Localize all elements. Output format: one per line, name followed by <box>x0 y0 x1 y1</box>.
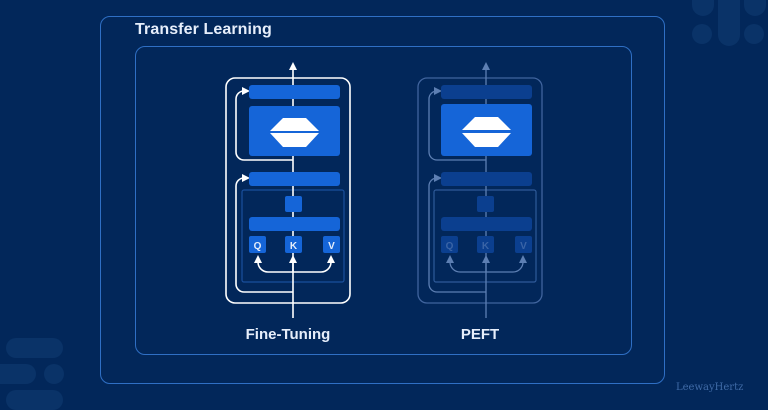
head-icon <box>270 133 319 147</box>
decor-pill <box>718 0 740 46</box>
k-label: K <box>290 241 298 252</box>
head-icon <box>270 118 319 131</box>
model-outline <box>225 77 351 304</box>
decor-dot <box>744 24 764 44</box>
fine-tuning-model: Q K V <box>225 62 351 318</box>
attention-layer-block <box>249 217 340 231</box>
decor-pill <box>0 364 36 384</box>
decor-dot <box>692 24 712 44</box>
transfer-learning-frame <box>100 16 665 384</box>
attention-output-block <box>477 196 494 212</box>
q-label: Q <box>254 241 262 252</box>
head-icon <box>462 117 511 130</box>
output-layer-block <box>441 85 532 99</box>
v-label: V <box>328 241 335 252</box>
peft-model: Q K V <box>417 62 543 318</box>
v-label: V <box>520 241 527 252</box>
model-outline <box>417 77 543 304</box>
q-label: Q <box>446 241 454 252</box>
decor-dot <box>44 364 64 384</box>
diagram-panel <box>135 46 632 355</box>
q-block <box>441 236 458 253</box>
attention-output-block <box>285 196 302 212</box>
residual-connection-top <box>428 87 486 161</box>
attention-layer-block <box>441 217 532 231</box>
attention-block-outline <box>433 189 537 283</box>
decor-pill <box>744 0 766 16</box>
v-input-arrow <box>486 255 527 273</box>
decor-pill <box>6 338 63 358</box>
k-block <box>285 236 302 253</box>
q-block <box>249 236 266 253</box>
v-input-arrow <box>293 255 335 273</box>
diagram-title: Transfer Learning <box>135 21 272 38</box>
head-icon <box>462 133 511 147</box>
norm-layer-block <box>249 172 340 186</box>
watermark: LeewayHertz <box>676 382 744 393</box>
residual-connection-top <box>235 87 293 161</box>
decor-pill <box>692 0 714 16</box>
q-input-arrow <box>254 255 293 273</box>
k-block <box>477 236 494 253</box>
fine-tuning-label: Fine-Tuning <box>245 326 331 343</box>
v-block <box>515 236 532 253</box>
output-layer-block <box>249 85 340 99</box>
residual-connection-bottom <box>428 174 486 293</box>
q-input-arrow <box>446 255 486 273</box>
k-label: K <box>482 241 490 252</box>
norm-layer-block <box>441 172 532 186</box>
peft-label: PEFT <box>460 326 500 343</box>
v-block <box>323 236 340 253</box>
residual-connection-bottom <box>235 174 293 293</box>
